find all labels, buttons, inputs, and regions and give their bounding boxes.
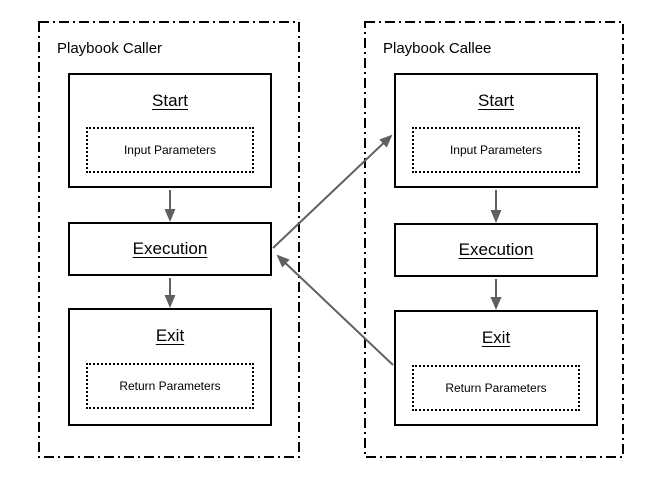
caller-return-parameters-box: Return Parameters [86, 363, 254, 409]
callee-container-title: Playbook Callee [383, 40, 492, 57]
callee-exit-node: Exit Return Parameters [394, 310, 598, 426]
arrow-call-caller-execution-to-callee-start [272, 134, 393, 249]
caller-input-parameters-label: Input Parameters [123, 143, 217, 157]
callee-start-title: Start [478, 91, 514, 110]
caller-exit-title: Exit [155, 326, 185, 345]
arrow-return-callee-exit-to-caller-execution [276, 254, 394, 366]
caller-exit-node: Exit Return Parameters [68, 308, 272, 426]
callee-return-parameters-label: Return Parameters [445, 381, 547, 395]
callee-exit-title: Exit [481, 328, 511, 347]
caller-start-title: Start [152, 91, 188, 110]
callee-execution-title: Execution [458, 240, 534, 259]
caller-execution-node: Execution [68, 222, 272, 276]
callee-input-parameters-label: Input Parameters [449, 143, 543, 157]
caller-container-title: Playbook Caller [57, 40, 163, 57]
callee-execution-node: Execution [394, 223, 598, 277]
caller-input-parameters-box: Input Parameters [86, 127, 254, 173]
caller-return-parameters-label: Return Parameters [119, 379, 221, 393]
callee-input-parameters-box: Input Parameters [412, 127, 580, 173]
callee-return-parameters-box: Return Parameters [412, 365, 580, 411]
callee-start-node: Start Input Parameters [394, 73, 598, 188]
caller-execution-title: Execution [132, 239, 208, 258]
caller-start-node: Start Input Parameters [68, 73, 272, 188]
